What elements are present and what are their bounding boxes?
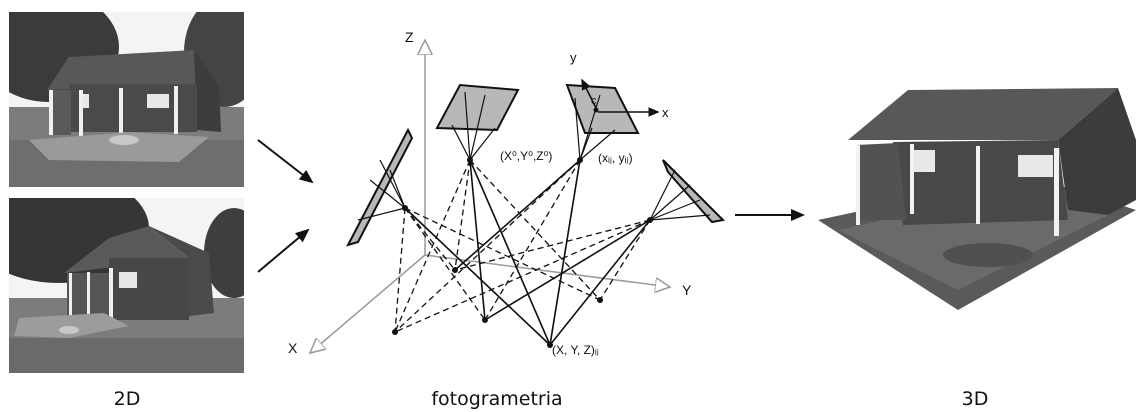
- image-point-label: (xᵢⱼ, yᵢⱼ): [598, 151, 633, 165]
- object-point-label: (X, Y, Z)ᵢⱼ: [552, 343, 599, 357]
- camera-top-right: [565, 83, 640, 161]
- camera-y-label: y: [570, 50, 577, 65]
- x-axis-label: X: [288, 340, 298, 356]
- z-axis-label: Z: [405, 29, 414, 45]
- photo-2d-bottom: [9, 198, 244, 373]
- y-axis-label: Y: [682, 282, 692, 298]
- camera-top-left: [435, 83, 520, 161]
- caption-3d: 3D: [961, 388, 989, 410]
- x-axis: [310, 254, 426, 353]
- arrow-icon: [735, 209, 805, 221]
- projection-center-label: (X⁰,Y⁰,Z⁰): [500, 149, 552, 163]
- camera-x-label: x: [662, 105, 669, 120]
- camera-y-axis: [581, 78, 597, 109]
- caption-fotogrametria: fotogrametria: [431, 388, 563, 410]
- arrow-icon: [257, 139, 314, 273]
- photogrammetry-diagram: Z Y X y x c (X⁰,Y⁰,Z⁰) (xᵢⱼ, yᵢⱼ) (X, Y,…: [288, 29, 726, 357]
- camera-c-label: c: [591, 95, 597, 107]
- caption-2d: 2D: [113, 388, 141, 410]
- model-3d: [818, 88, 1136, 310]
- photo-2d-top: [9, 12, 244, 187]
- camera-right: [649, 159, 726, 224]
- camera-left: [346, 127, 414, 247]
